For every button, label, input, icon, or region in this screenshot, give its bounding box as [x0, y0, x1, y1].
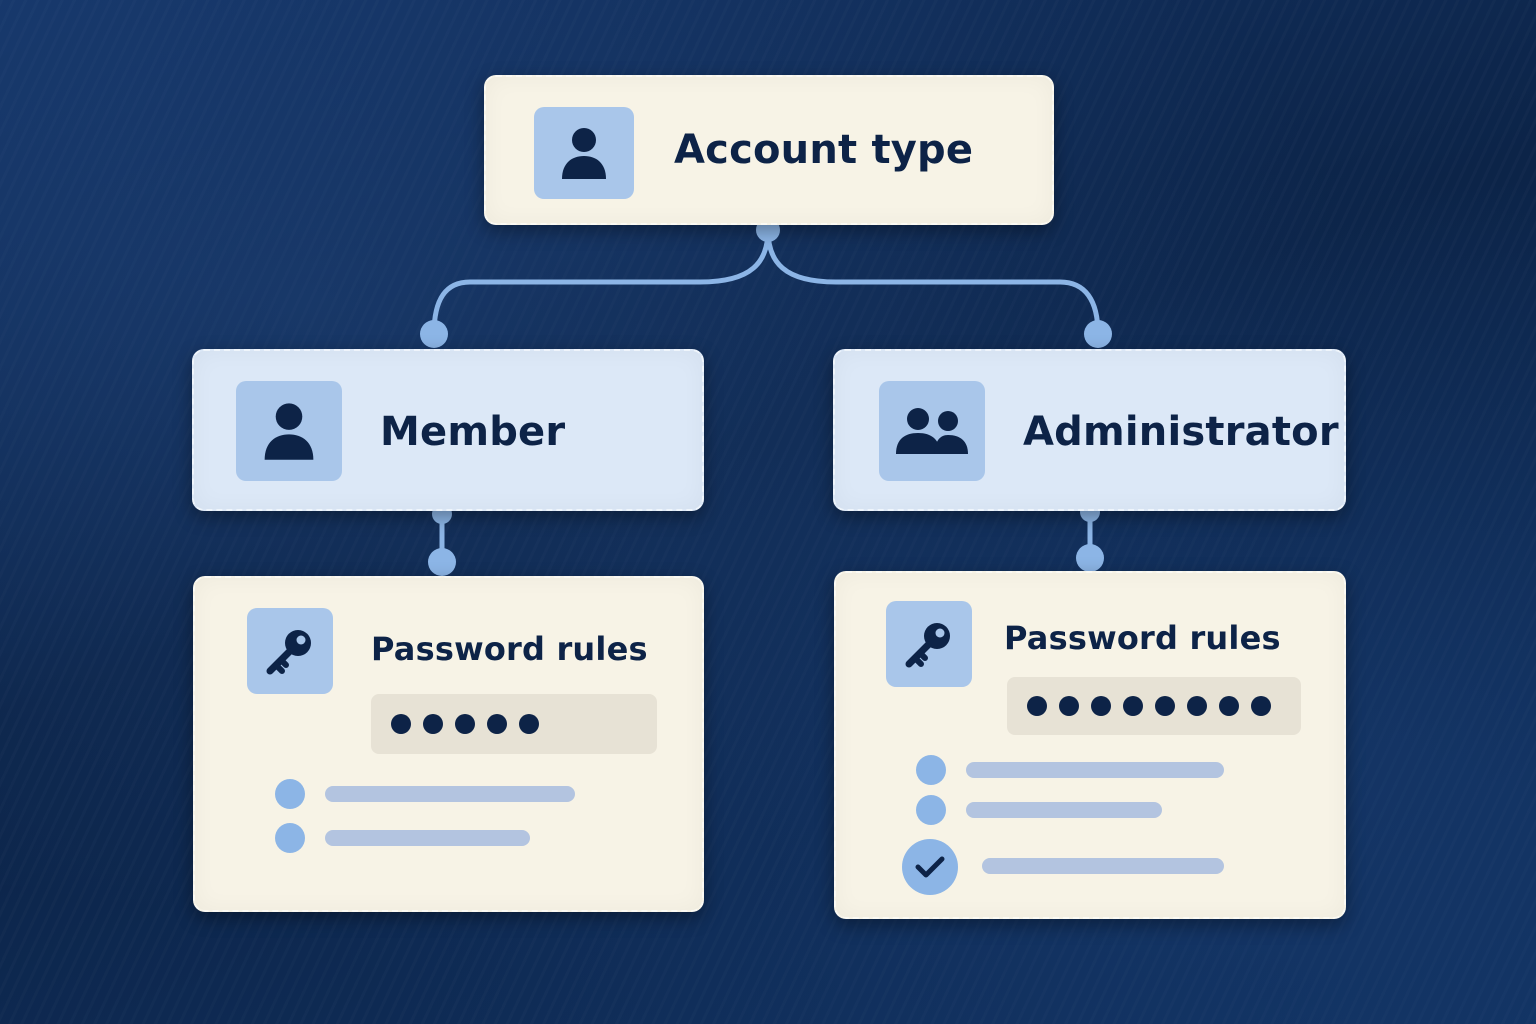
rule-bullet: [275, 823, 305, 853]
password-dot: [1027, 696, 1047, 716]
account-type-icon-tile: [534, 107, 634, 199]
password-dot: [487, 714, 507, 734]
password-dot: [1091, 696, 1111, 716]
rule-bullet: [275, 779, 305, 809]
password-dot: [1251, 696, 1271, 716]
connector-node: [1084, 320, 1112, 348]
member-card[interactable]: Member: [192, 349, 704, 511]
member-password-rules-label: Password rules: [371, 630, 648, 668]
users-icon: [896, 408, 968, 454]
password-dot: [455, 714, 475, 734]
password-dot: [1123, 696, 1143, 716]
user-icon: [264, 403, 314, 460]
member-key-icon-tile: [247, 608, 333, 694]
connector-node: [1076, 544, 1104, 572]
connector-node: [420, 320, 448, 348]
administrator-label: Administrator: [1023, 409, 1339, 455]
key-icon: [905, 623, 950, 668]
checkmark-icon: [915, 856, 945, 878]
rule-bullet: [916, 795, 946, 825]
admin-key-icon-tile: [886, 601, 972, 687]
user-icon: [562, 128, 606, 179]
connector-root-to-admin: [765, 227, 1101, 337]
password-dot: [391, 714, 411, 734]
rule-line: [325, 830, 530, 846]
password-dot: [1059, 696, 1079, 716]
rule-line: [325, 786, 575, 802]
admin-password-field[interactable]: [1007, 677, 1301, 735]
key-icon: [266, 630, 311, 675]
admin-password-rules-card[interactable]: Password rules: [834, 571, 1346, 919]
password-dot: [1219, 696, 1239, 716]
administrator-card[interactable]: Administrator: [833, 349, 1346, 511]
account-type-label: Account type: [674, 127, 974, 173]
rule-line: [966, 802, 1162, 818]
member-label: Member: [380, 409, 566, 455]
admin-password-rules-label: Password rules: [1004, 619, 1281, 657]
connector-root-to-member: [431, 227, 771, 337]
rule-line: [966, 762, 1224, 778]
password-dot: [1187, 696, 1207, 716]
member-password-rules-card[interactable]: Password rules: [193, 576, 704, 912]
account-type-card[interactable]: Account type: [484, 75, 1054, 225]
rule-line: [982, 858, 1224, 874]
member-icon-tile: [236, 381, 342, 481]
rule-bullet: [916, 755, 946, 785]
administrator-icon-tile: [879, 381, 985, 481]
password-dot: [1155, 696, 1175, 716]
password-dot: [423, 714, 443, 734]
rule-checked-badge: [902, 839, 958, 895]
connector-node: [428, 548, 456, 576]
member-password-field[interactable]: [371, 694, 657, 754]
password-dot: [519, 714, 539, 734]
